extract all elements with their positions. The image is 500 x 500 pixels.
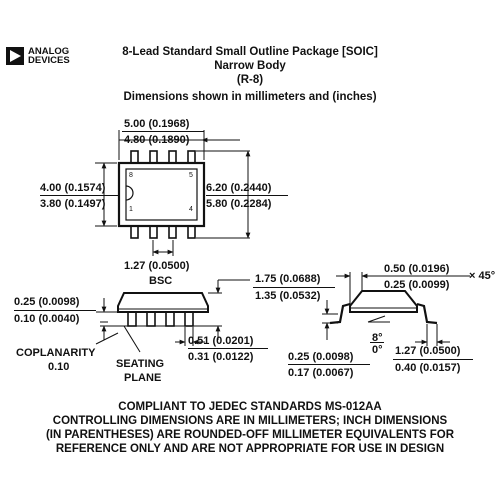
pitch-label: 1.27 (0.0500) <box>124 260 190 272</box>
jedec-note: COMPLIANT TO JEDEC STANDARDS MS-012AA <box>118 401 382 413</box>
angle-min-label: 0° <box>372 344 383 356</box>
foot-max-label: 1.27 (0.0500) <box>395 345 461 357</box>
side-leads <box>127 311 194 327</box>
length-divider <box>122 131 204 132</box>
standoff-max-label: 0.25 (0.0098) <box>14 296 80 308</box>
angle-max-label: 8° <box>372 332 383 344</box>
pitch-note-label: BSC <box>149 275 173 287</box>
foot-divider <box>393 359 473 360</box>
end-lead-right <box>416 302 438 325</box>
span-divider <box>206 195 288 196</box>
width-divider <box>40 195 120 196</box>
pin4-label: 4 <box>189 206 193 213</box>
logo-line2: DEVICES <box>28 55 70 66</box>
package-code: (R-8) <box>236 74 264 86</box>
top-view-drawing <box>95 130 251 256</box>
span-min-label: 5.80 (0.2284) <box>206 198 272 210</box>
inch-parentheses-note: (IN PARENTHESES) ARE ROUNDED-OFF MILLIME… <box>45 429 455 441</box>
angle-divider <box>370 342 384 343</box>
reference-only-note: REFERENCE ONLY AND ARE NOT APPROPRIATE F… <box>55 443 445 455</box>
package-body-end <box>349 290 418 313</box>
pin8-label: 8 <box>129 172 133 179</box>
lead-width-min-label: 0.31 (0.0122) <box>188 351 254 363</box>
lead-width-max-label: 0.51 (0.0201) <box>188 335 254 347</box>
span-max-label: 6.20 (0.2440) <box>206 182 272 194</box>
logo-line1: ANALOG <box>28 46 70 57</box>
lead-thick-divider <box>288 364 370 365</box>
package-subtitle: Narrow Body <box>214 60 286 72</box>
lead-width-divider <box>188 348 268 349</box>
end-view-drawing <box>322 272 470 346</box>
lead-thick-max-label: 0.25 (0.0098) <box>288 351 354 363</box>
side-view-drawing <box>95 279 250 353</box>
length-min-label: 4.80 (0.1890) <box>124 134 190 146</box>
units-note: Dimensions shown in millimeters and (inc… <box>123 91 377 103</box>
pin1-label: 1 <box>129 206 133 213</box>
width-max-label: 4.00 (0.1574) <box>40 182 106 194</box>
package-title: 8-Lead Standard Small Outline Package [S… <box>122 46 378 58</box>
height-max-label: 1.75 (0.0688) <box>255 273 321 285</box>
height-divider <box>253 287 335 288</box>
seating-label-1: SEATING <box>116 358 165 370</box>
top-pins <box>130 150 196 164</box>
height-min-label: 1.35 (0.0532) <box>255 290 321 302</box>
width-min-label: 3.80 (0.1497) <box>40 198 106 210</box>
seating-label-2: PLANE <box>124 372 162 384</box>
foot-min-label: 0.40 (0.0157) <box>395 362 461 374</box>
standoff-min-label: 0.10 (0.0040) <box>14 313 80 325</box>
pin5-label: 5 <box>189 172 193 179</box>
controlling-dims-note: CONTROLLING DIMENSIONS ARE IN MILLIMETER… <box>52 415 448 427</box>
length-max-label: 5.00 (0.1968) <box>124 118 190 130</box>
standoff-divider <box>14 310 96 311</box>
coplanarity-label: COPLANARITY <box>16 347 96 359</box>
chamfer-max-label: 0.50 (0.0196) <box>384 263 450 275</box>
coplanarity-value: 0.10 <box>48 361 70 373</box>
analog-devices-logo-icon <box>6 47 24 65</box>
chamfer-min-label: 0.25 (0.0099) <box>384 279 450 291</box>
bottom-pins <box>130 225 196 239</box>
lead-thick-min-label: 0.17 (0.0067) <box>288 367 354 379</box>
chamfer-angle-label: × 45° <box>469 270 496 282</box>
